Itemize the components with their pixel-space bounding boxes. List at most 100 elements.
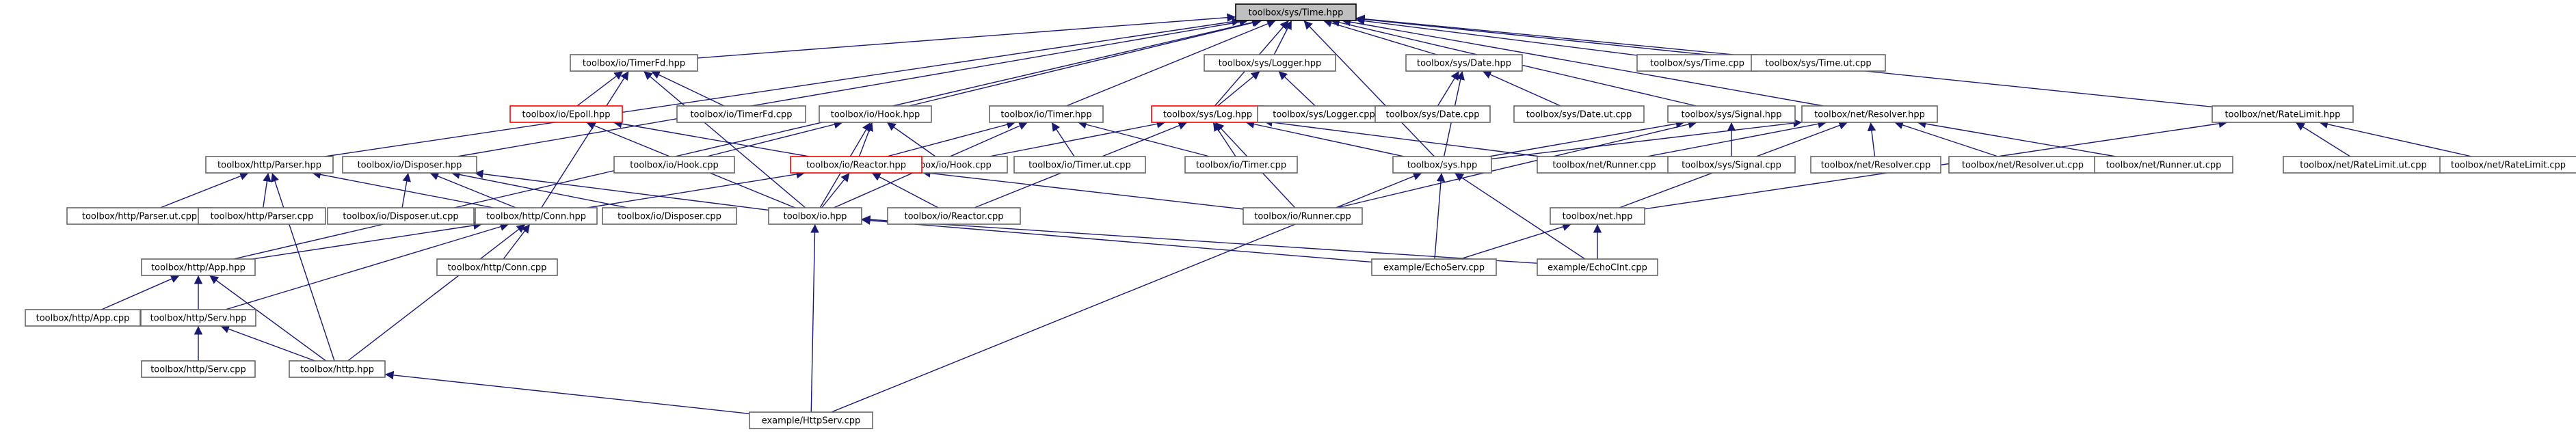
node-reactor-hpp[interactable]: toolbox/io/Reactor.hpp: [790, 156, 922, 174]
node-box: [475, 207, 598, 225]
edge-timer_hpp-reactor_hpp: [886, 120, 1016, 157]
node-label: toolbox/io/Timer.cpp: [1196, 161, 1286, 171]
node-box: [342, 156, 477, 174]
node-timerfd-cpp[interactable]: toolbox/io/TimerFd.cpp: [676, 105, 806, 123]
node-label: toolbox/io/Timer.hpp: [1000, 110, 1091, 120]
edge-resolver_hpp-net_runner_cpp: [1647, 120, 1827, 157]
node-label: toolbox/http/Parser.hpp: [217, 161, 321, 171]
node-logger-cpp[interactable]: toolbox/sys/Logger.cpp: [1257, 105, 1391, 123]
node-label: toolbox/io/Timer.ut.cpp: [1028, 161, 1131, 171]
edge-timerfd_hpp-conn_hpp: [541, 70, 629, 208]
node-label: toolbox/io/Epoll.hpp: [522, 110, 611, 120]
node-reactor-cpp[interactable]: toolbox/io/Reactor.cpp: [887, 207, 1021, 225]
node-box: [140, 309, 256, 327]
node-app-hpp[interactable]: toolbox/http/App.hpp: [141, 258, 256, 276]
node-label: toolbox/http/Conn.hpp: [486, 212, 586, 222]
node-box: [790, 156, 922, 174]
edge-time_hpp-timerfd_hpp: [697, 13, 1236, 59]
node-io-runner-cpp[interactable]: toolbox/io/Runner.cpp: [1243, 207, 1363, 225]
node-label: toolbox/io/TimerFd.cpp: [690, 110, 792, 120]
node-parser-ut-cpp[interactable]: toolbox/http/Parser.ut.cpp: [66, 207, 213, 225]
node-runner-ut-cpp[interactable]: toolbox/net/Runner.ut.cpp: [2094, 156, 2233, 174]
node-httpserv-cpp[interactable]: example/HttpServ.cpp: [749, 411, 873, 429]
node-label: toolbox/io/Hook.cpp: [630, 161, 718, 171]
node-disposer-hpp[interactable]: toolbox/io/Disposer.hpp: [342, 156, 477, 174]
node-timer-ut-cpp[interactable]: toolbox/io/Timer.ut.cpp: [1013, 156, 1146, 174]
node-time-ut-cpp[interactable]: toolbox/sys/Time.ut.cpp: [1751, 54, 1886, 72]
node-timer-hpp[interactable]: toolbox/io/Timer.hpp: [989, 105, 1104, 123]
node-label: toolbox/http/Serv.cpp: [150, 365, 246, 375]
node-box: [1667, 156, 1796, 174]
edge-log_hpp-timer_cpp: [1212, 122, 1236, 157]
node-serv-cpp[interactable]: toolbox/http/Serv.cpp: [141, 360, 256, 378]
node-box: [1667, 105, 1796, 123]
node-disposer-ut-cpp[interactable]: toolbox/io/Disposer.ut.cpp: [327, 207, 475, 225]
node-hook-hpp[interactable]: toolbox/io/Hook.hpp: [819, 105, 932, 123]
edge-ratelimit_hpp-ratelimit_cpp: [2319, 120, 2472, 157]
node-label: toolbox/sys/Date.ut.cpp: [1526, 110, 1632, 120]
edge-resolver_hpp-runner_ut_cpp: [1917, 119, 2116, 157]
edge-log_hpp-sys_hpp: [1245, 120, 1405, 157]
node-date-hpp[interactable]: toolbox/sys/Date.hpp: [1405, 54, 1523, 72]
node-label: toolbox/net/RateLimit.hpp: [2225, 110, 2340, 120]
node-label: toolbox/sys/Logger.hpp: [1219, 59, 1322, 69]
node-time-hpp[interactable]: toolbox/sys/Time.hpp: [1235, 3, 1357, 21]
node-timer-cpp[interactable]: toolbox/io/Timer.cpp: [1184, 156, 1298, 174]
node-resolver-cpp[interactable]: toolbox/net/Resolver.cpp: [1810, 156, 1941, 174]
node-echoclnt-cpp[interactable]: example/EchoClnt.cpp: [1537, 258, 1658, 276]
node-box: [1948, 156, 2097, 174]
node-ratelimit-cpp[interactable]: toolbox/net/RateLimit.cpp: [2439, 156, 2576, 174]
node-echoserv-cpp[interactable]: example/EchoServ.cpp: [1371, 258, 1497, 276]
node-net-hpp[interactable]: toolbox/net.hpp: [1550, 207, 1645, 225]
node-label: toolbox/sys/Date.hpp: [1417, 59, 1511, 69]
node-resolver-ut-cpp[interactable]: toolbox/net/Resolver.ut.cpp: [1948, 156, 2097, 174]
node-box: [1513, 105, 1645, 123]
node-label: toolbox/http/Serv.hpp: [150, 314, 247, 324]
node-io-hpp[interactable]: toolbox/io.hpp: [768, 207, 862, 225]
edge-disposer_hpp-disposer_cpp: [451, 170, 628, 208]
edge-parser_hpp-parser_ut_cpp: [160, 172, 249, 208]
node-parser-cpp[interactable]: toolbox/http/Parser.cpp: [198, 207, 326, 225]
node-ratelimit-ut-cpp[interactable]: toolbox/net/RateLimit.ut.cpp: [2283, 156, 2444, 174]
node-log-hpp[interactable]: toolbox/sys/Log.hpp: [1151, 105, 1264, 123]
edge-conn_hpp-app_hpp: [252, 221, 483, 260]
node-box: [1243, 207, 1363, 225]
node-box: [570, 54, 698, 72]
node-conn-cpp[interactable]: toolbox/http/Conn.cpp: [436, 258, 558, 276]
node-logger-hpp[interactable]: toolbox/sys/Logger.hpp: [1204, 54, 1336, 72]
node-box: [198, 207, 326, 225]
node-serv-hpp[interactable]: toolbox/http/Serv.hpp: [140, 309, 256, 327]
node-box: [1810, 156, 1941, 174]
node-sys-hpp[interactable]: toolbox/sys.hpp: [1392, 156, 1492, 174]
node-label: toolbox/net/RateLimit.cpp: [2451, 161, 2566, 171]
node-ratelimit-hpp[interactable]: toolbox/net/RateLimit.hpp: [2212, 105, 2354, 123]
node-hook-cpp[interactable]: toolbox/io/Hook.cpp: [613, 156, 735, 174]
edge-http_hpp-httpserv_cpp: [384, 370, 750, 414]
node-parser-hpp[interactable]: toolbox/http/Parser.hpp: [205, 156, 334, 174]
node-box: [602, 207, 737, 225]
node-box: [887, 207, 1021, 225]
node-signal-cpp[interactable]: toolbox/sys/Signal.cpp: [1667, 156, 1796, 174]
node-label: toolbox/net/Resolver.cpp: [1821, 161, 1931, 171]
edge-resolver_hpp-resolver_ut_cpp: [1894, 120, 1998, 157]
node-signal-hpp[interactable]: toolbox/sys/Signal.hpp: [1667, 105, 1796, 123]
node-conn-hpp[interactable]: toolbox/http/Conn.hpp: [475, 207, 598, 225]
node-disposer-cpp[interactable]: toolbox/io/Disposer.cpp: [602, 207, 737, 225]
node-epoll-hpp[interactable]: toolbox/io/Epoll.hpp: [509, 105, 623, 123]
node-app-cpp[interactable]: toolbox/http/App.cpp: [25, 309, 141, 327]
node-http-hpp[interactable]: toolbox/http.hpp: [289, 360, 386, 378]
node-net-runner-cpp[interactable]: toolbox/net/Runner.cpp: [1537, 156, 1672, 174]
node-box: [141, 360, 256, 378]
node-resolver-hpp[interactable]: toolbox/net/Resolver.hpp: [1801, 105, 1938, 123]
edge-reactor_hpp-io_hpp: [821, 172, 850, 208]
node-date-ut-cpp[interactable]: toolbox/sys/Date.ut.cpp: [1513, 105, 1645, 123]
node-box: [141, 258, 256, 276]
node-time-cpp[interactable]: toolbox/sys/Time.cpp: [1636, 54, 1758, 72]
node-box: [1392, 156, 1492, 174]
node-box: [2283, 156, 2444, 174]
edge-signal_hpp-sys_hpp: [1489, 119, 1685, 157]
node-date-cpp[interactable]: toolbox/sys/Date.cpp: [1375, 105, 1491, 123]
node-timerfd-hpp[interactable]: toolbox/io/TimerFd.hpp: [570, 54, 698, 72]
edge-conn_hpp-http_hpp: [347, 223, 526, 362]
